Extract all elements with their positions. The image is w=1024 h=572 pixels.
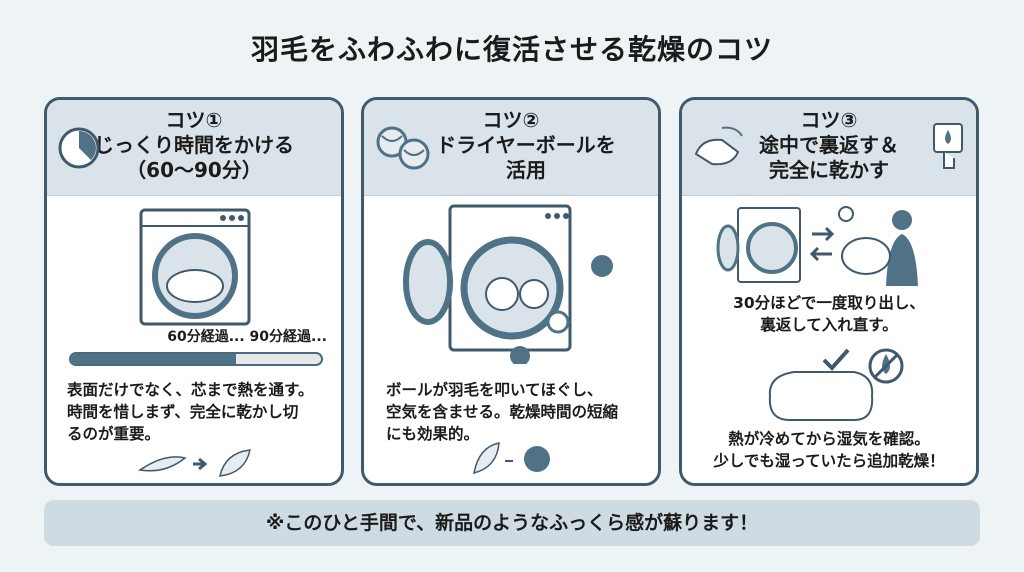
tip-card-1: コツ① じっくり時間をかける （60〜90分） 60分経過... 90分経過..… bbox=[44, 97, 344, 486]
card-header: コツ② ドライヤーボールを 活用 bbox=[364, 100, 658, 196]
washing-machine-icon bbox=[139, 208, 251, 326]
moisture-check-icon bbox=[933, 123, 963, 169]
card-header: コツ① じっくり時間をかける （60〜90分） bbox=[47, 100, 341, 196]
card-text-line: ボールが羽毛を叩いてほぐし、 bbox=[386, 381, 603, 399]
card-text-line: にも効果的。 bbox=[386, 425, 480, 443]
card-heading-sub: 活用 bbox=[506, 158, 546, 182]
clock-icon bbox=[58, 127, 100, 169]
card-text-line: 空気を含ませる。乾燥時間の短縮 bbox=[386, 403, 619, 421]
card-text-line: るのが重要。 bbox=[67, 425, 161, 443]
card-label: コツ③ bbox=[800, 108, 858, 132]
tip-card-3: コツ③ 途中で裏返す＆ 完全に乾かす 30分ほどで一度取り出し、 裏返して入れ直… bbox=[679, 97, 979, 486]
card-heading: じっくり時間をかける bbox=[94, 133, 294, 157]
card-text-line: 熱が冷めてから湿気を確認。 bbox=[728, 430, 930, 448]
page-title: 羽毛をふわふわに復活させる乾燥のコツ bbox=[250, 33, 773, 66]
card-label: コツ② bbox=[482, 108, 540, 132]
card-text-line: 時間を惜しまず、完全に乾かし切 bbox=[67, 403, 299, 421]
tip-card-2: コツ② ドライヤーボールを 活用 ボールが羽毛を叩いてほぐし、 空気を含ませる。… bbox=[361, 97, 661, 486]
flip-duvet-icon bbox=[694, 126, 743, 166]
card-header: コツ③ 途中で裏返す＆ 完全に乾かす bbox=[682, 100, 976, 196]
feather-to-ball-icon bbox=[473, 442, 550, 475]
card-heading: ドライヤーボールを bbox=[436, 133, 616, 157]
card-heading-sub: （60〜90分） bbox=[126, 158, 262, 182]
card-text-line: 少しでも湿っていたら追加乾燥！ bbox=[713, 452, 945, 470]
drying-progress-bar bbox=[69, 352, 323, 366]
feather-fluff-icon bbox=[138, 449, 251, 477]
card-caption-line: 30分ほどで一度取り出し、 bbox=[733, 294, 925, 312]
card-heading-sub: 完全に乾かす bbox=[769, 158, 889, 182]
flip-and-reinsert-illustration bbox=[716, 206, 918, 286]
progress-caption: 60分経過... 90分経過... bbox=[167, 329, 327, 345]
check-dry-illustration bbox=[768, 348, 904, 421]
card-label: コツ① bbox=[165, 108, 223, 132]
card-caption-line: 裏返して入れ直す。 bbox=[760, 316, 898, 334]
card-text-line: 表面だけでなく、芯まで熱を通す。 bbox=[67, 381, 314, 399]
card-heading: 途中で裏返す＆ bbox=[759, 133, 899, 157]
progress-fill bbox=[71, 354, 236, 364]
dryer-with-balls-illustration bbox=[403, 204, 613, 364]
footer-note: ※このひと手間で、新品のようなふっくら感が蘇ります！ bbox=[44, 500, 980, 546]
dryer-balls-icon bbox=[376, 126, 430, 170]
